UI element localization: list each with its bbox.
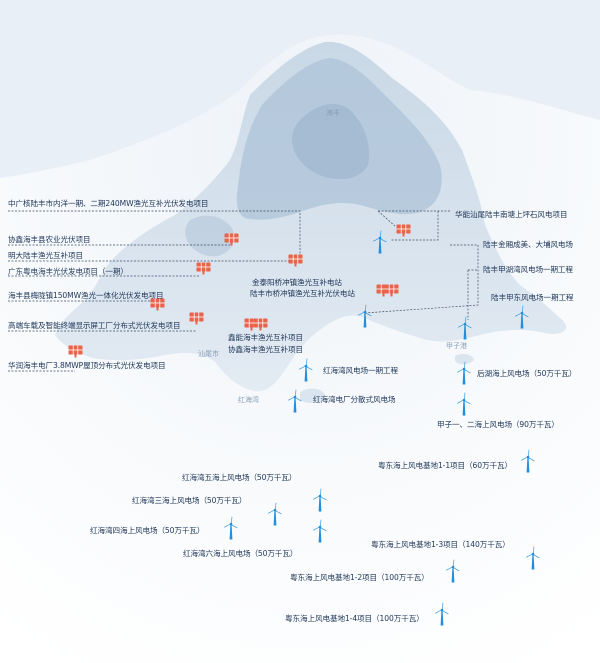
hill-shading [185,215,235,257]
wind-turbine-icon [288,389,302,413]
wind-label-yuedong-11: 粤东海上风电基地1-1项目（60万千瓦） [378,461,512,470]
solar-label-xinneng: 鑫能海丰渔光互补项目 [228,333,303,342]
wind-label-hongwan-6: 红海湾六海上风电场（50万千瓦） [183,549,298,558]
solar-panel-icon [396,224,411,237]
wind-turbine-icon [457,361,471,385]
wind-turbine-icon [521,449,535,473]
place-name-shanwei: 汕尾市 [198,349,219,358]
wind-turbine-icon [299,358,313,382]
wind-label-hongwan-4: 红海湾四海上风电场（50万千瓦） [90,526,205,535]
wind-turbine-icon [446,559,460,583]
wind-turbine-icon [313,519,327,543]
wind-turbine-icon [358,304,372,328]
wind-turbine-icon [373,230,387,254]
solar-panel-icon [68,345,83,358]
wind-turbine-icon [526,546,540,570]
solar-label-xiexin-agri: 协鑫海丰县农业光伏项目 [8,235,91,244]
solar-label-gaoduan: 高端车载及智能终端显示屏工厂分布式光伏发电项目 [8,321,181,330]
wind-turbine-icon [457,392,471,416]
wind-turbine-icon [268,502,282,526]
wind-label-hongwan-5: 红海湾五海上风电场（50万千瓦） [182,473,297,482]
island [455,353,474,365]
island [300,388,326,404]
wind-label-yuedong-12: 粤东海上风电基地1-2项目（100万千瓦） [290,573,429,582]
wind-label-huaneng-nantang: 华能汕尾陆丰南塘上坪石风电项目 [455,210,568,219]
place-name-jiazi: 甲子港 [446,341,467,350]
solar-label-huarun: 华润海丰电厂3.8MWP屋顶分布式光伏发电项目 [8,361,166,370]
wind-turbine-icon [458,316,472,340]
solar-label-guangdong-yuedian: 广东粤电海丰光伏发电项目（一期） [8,267,128,276]
wind-label-hongwan-3: 红海湾三海上风电场（50万千瓦） [132,496,247,505]
wind-label-houhu: 后湖海上风电场（50万千瓦） [477,369,577,378]
solar-label-jintaiyang: 金泰阳桥冲镇渔光互补电站 [252,278,342,287]
wind-label-jiahu: 陆丰甲湖湾风电场一期工程 [483,265,573,274]
region-landmass [55,41,567,392]
wind-label-yuedong-14: 粤东海上风电基地1-4项目（100万千瓦） [285,614,424,623]
solar-label-xiexin-yuguang: 协鑫海丰渔光互补项目 [228,345,303,354]
solar-panel-icon [189,312,204,325]
solar-panel-icon [288,254,303,267]
wind-turbine-icon [515,305,529,329]
wind-label-jiazi-12: 甲子一、二海上风电场（90万千瓦） [437,420,559,429]
wind-label-yuedong-13: 粤东海上风电基地1-3项目（140万千瓦） [371,540,510,549]
solar-label-mingda: 明大陆丰渔光互补项目 [8,251,83,260]
place-name-haifeng: 海丰 [326,108,340,117]
solar-label-lufeng-qiaochong: 陆丰市桥冲镇渔光互补光伏电站 [250,289,355,298]
solar-label-zhongguanghe: 中广核陆丰市内洋一期、二期240MW渔光互补光伏发电项目 [8,199,209,208]
place-name-hongwan: 红海湾 [238,395,259,404]
wind-label-hongwan-distributed: 红海湾电厂分散式风电场 [313,395,396,404]
wind-label-hongwan-phase1: 红海湾风电场一期工程 [323,366,398,375]
wind-label-jinshan: 陆丰金厢成美、大埔风电场 [483,240,573,249]
wind-label-jiadong: 陆丰甲东风电场一期工程 [491,293,574,302]
solar-panel-icon [224,233,239,246]
surrounding-land [0,0,600,178]
solar-panel-icon [253,318,268,331]
mountain-peak-shading [292,103,370,180]
wind-turbine-icon [313,488,327,512]
leader-lines [8,210,479,372]
solar-label-meilongzhen: 海丰县梅陇镇150MW渔光一体化光伏发电项目 [8,291,164,300]
solar-panel-icon [384,284,399,297]
wind-turbine-icon [435,602,449,626]
solar-panel-icon [150,298,165,311]
wind-turbine-icon [224,516,238,540]
solar-panel-icon [196,262,211,275]
